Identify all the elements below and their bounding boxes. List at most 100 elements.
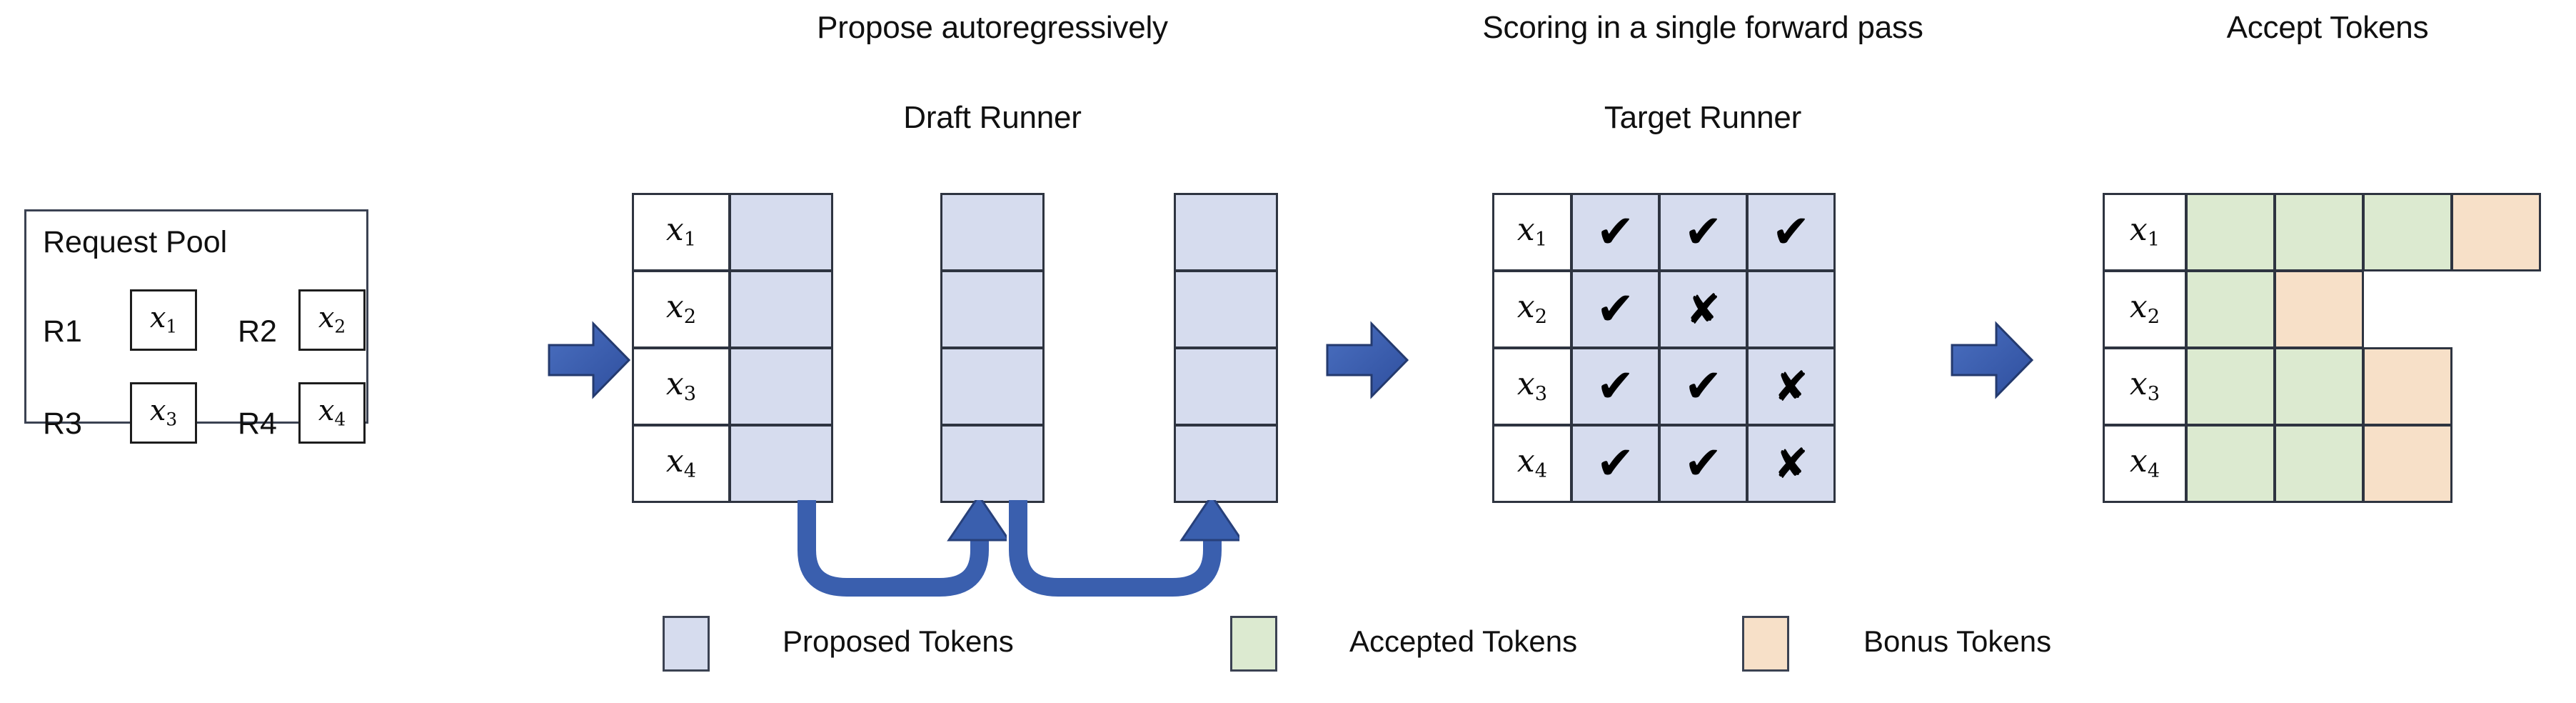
legend-swatch-proposed	[663, 616, 710, 672]
draft-row-label-2: x2	[632, 270, 730, 349]
request-label-r2: R2	[238, 314, 277, 349]
accept-cell-r3-c3	[2363, 347, 2452, 426]
cross-icon: ✘	[1773, 362, 1808, 411]
target-row-label-4: x4	[1492, 424, 1572, 503]
token-glyph-x1: x1	[665, 211, 697, 251]
accept-caption-top: Accept Tokens	[2226, 10, 2429, 45]
draft-cell-s2-r1	[940, 193, 1045, 271]
target-cell-r3-c1: ✔	[1571, 347, 1660, 426]
legend-label-proposed: Proposed Tokens	[783, 624, 1014, 658]
draft-row-label-3: x3	[632, 347, 730, 426]
check-icon: ✔	[1596, 437, 1635, 490]
token-glyph-x1: x1	[2129, 211, 2160, 251]
accept-cell-r4-c3	[2363, 424, 2452, 503]
loop-arrow-2	[1009, 500, 1239, 597]
target-row-label-1: x1	[1492, 193, 1572, 271]
target-cell-r2-c2: ✘	[1659, 270, 1748, 349]
accept-cell-r3-c2	[2274, 347, 2364, 426]
token-glyph-x2: x2	[2129, 289, 2160, 329]
draft-cell-s1-r1	[729, 193, 833, 271]
accept-row-label-2: x2	[2103, 270, 2187, 349]
check-icon: ✔	[1684, 206, 1723, 259]
cross-icon: ✘	[1686, 285, 1721, 334]
check-icon: ✔	[1596, 206, 1635, 259]
check-icon: ✔	[1596, 283, 1635, 336]
accept-row-label-4: x4	[2103, 424, 2187, 503]
check-icon: ✔	[1596, 360, 1635, 413]
token-glyph-x3: x3	[1516, 366, 1548, 406]
token-glyph-x3: x3	[2129, 366, 2160, 406]
request-token-box-r1: x1	[130, 289, 197, 351]
target-cell-r3-c3: ✘	[1746, 347, 1836, 426]
draft-cell-s2-r3	[940, 347, 1045, 426]
accept-cell-r3-c1	[2185, 347, 2275, 426]
target-cell-r1-c3: ✔	[1746, 193, 1836, 271]
draft-caption-bottom: Draft Runner	[903, 100, 1082, 135]
draft-cell-s3-r4	[1174, 424, 1278, 503]
loop-arrow-1	[798, 500, 1007, 597]
accept-cell-r1-c3	[2363, 193, 2452, 271]
token-glyph-x1: x1	[1516, 211, 1548, 251]
draft-cell-s3-r1	[1174, 193, 1278, 271]
accept-cell-r4-c2	[2274, 424, 2364, 503]
token-glyph-x3: x3	[665, 366, 697, 406]
target-caption-top: Scoring in a single forward pass	[1482, 10, 1923, 45]
target-cell-r4-c2: ✔	[1659, 424, 1748, 503]
request-label-r1: R1	[43, 314, 82, 349]
target-row-label-3: x3	[1492, 347, 1572, 426]
draft-caption-top: Propose autoregressively	[817, 10, 1168, 45]
token-glyph-x3: x3	[149, 394, 178, 430]
target-cell-r4-c1: ✔	[1571, 424, 1660, 503]
request-label-r3: R3	[43, 407, 82, 441]
token-glyph-x1: x1	[149, 301, 178, 337]
check-icon: ✔	[1771, 206, 1811, 259]
draft-cell-s3-r2	[1174, 270, 1278, 349]
accept-cell-r1-c4	[2451, 193, 2541, 271]
accept-cell-r4-c1	[2185, 424, 2275, 503]
check-icon: ✔	[1684, 360, 1723, 413]
target-cell-r1-c2: ✔	[1659, 193, 1748, 271]
request-token-box-r4: x4	[298, 382, 366, 444]
cross-icon: ✘	[1773, 439, 1808, 488]
token-glyph-x2: x2	[1516, 289, 1548, 329]
arrow-target-to-accept	[1951, 321, 2034, 399]
draft-cell-s1-r3	[729, 347, 833, 426]
arrow-pool-to-draft	[548, 321, 631, 399]
draft-cell-s1-r2	[729, 270, 833, 349]
target-cell-r3-c2: ✔	[1659, 347, 1748, 426]
accept-cell-r2-c1	[2185, 270, 2275, 349]
request-token-box-r2: x2	[298, 289, 366, 351]
target-cell-r4-c3: ✘	[1746, 424, 1836, 503]
legend-swatch-bonus	[1742, 616, 1789, 672]
accept-cell-r1-c2	[2274, 193, 2364, 271]
token-glyph-x4: x4	[318, 394, 346, 430]
target-cell-r1-c1: ✔	[1571, 193, 1660, 271]
token-glyph-x4: x4	[665, 443, 697, 483]
accept-cell-r1-c1	[2185, 193, 2275, 271]
token-glyph-x2: x2	[318, 301, 346, 337]
legend-label-bonus: Bonus Tokens	[1863, 624, 2052, 658]
draft-cell-s3-r3	[1174, 347, 1278, 426]
token-glyph-x4: x4	[1516, 443, 1548, 483]
accept-cell-r2-c2	[2274, 270, 2364, 349]
arrow-draft-to-target	[1326, 321, 1409, 399]
draft-cell-s1-r4	[729, 424, 833, 503]
draft-row-label-4: x4	[632, 424, 730, 503]
target-caption-bottom: Target Runner	[1604, 100, 1802, 135]
target-row-label-2: x2	[1492, 270, 1572, 349]
token-glyph-x4: x4	[2129, 443, 2160, 483]
draft-cell-s2-r4	[940, 424, 1045, 503]
request-pool-title: Request Pool	[43, 225, 228, 259]
target-cell-r2-c1: ✔	[1571, 270, 1660, 349]
accept-row-label-1: x1	[2103, 193, 2187, 271]
target-cell-r2-c3	[1746, 270, 1836, 349]
legend-swatch-accepted	[1230, 616, 1277, 672]
request-label-r4: R4	[238, 407, 277, 441]
check-icon: ✔	[1684, 437, 1723, 490]
draft-cell-s2-r2	[940, 270, 1045, 349]
token-glyph-x2: x2	[665, 289, 697, 329]
accept-row-label-3: x3	[2103, 347, 2187, 426]
draft-row-label-1: x1	[632, 193, 730, 271]
request-token-box-r3: x3	[130, 382, 197, 444]
